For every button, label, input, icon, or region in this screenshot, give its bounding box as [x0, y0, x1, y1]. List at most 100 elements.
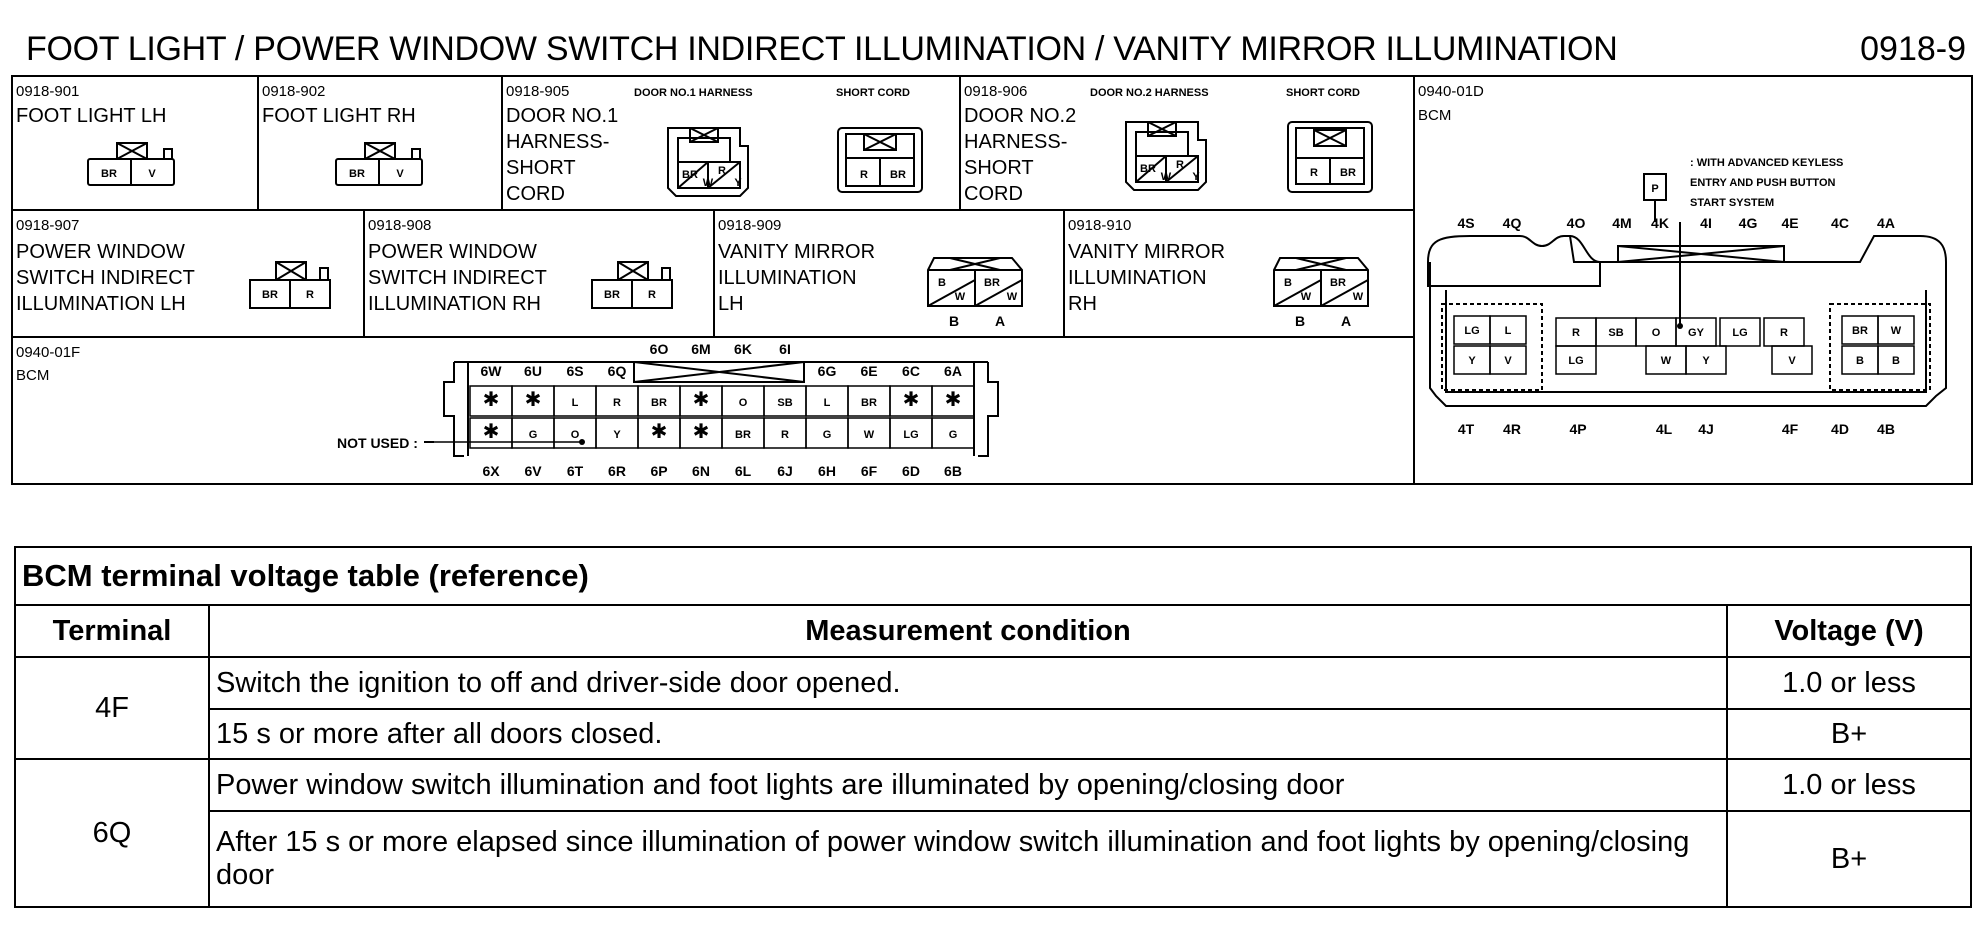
pin-id: 4B: [1877, 421, 1895, 437]
connector-name: LH: [718, 293, 744, 315]
pin-label: O: [739, 397, 748, 409]
connector-code: 0918-906: [964, 83, 1027, 100]
table-row: 6Q Power window switch illumination and …: [14, 758, 1972, 908]
connector-0918-907: 0918-907 POWER WINDOW SWITCH INDIRECT IL…: [16, 217, 331, 315]
connector-name: POWER WINDOW: [368, 241, 537, 263]
pin-id: 6T: [567, 463, 584, 479]
pin-id: 4J: [1698, 421, 1714, 437]
pin-id: 6M: [691, 341, 710, 357]
pin-label: ✱: [525, 389, 542, 411]
connector-name: SWITCH INDIRECT: [16, 267, 195, 289]
pin-label: R: [1780, 327, 1788, 339]
pin-id: 4G: [1739, 215, 1758, 231]
condition-cell: Switch the ignition to off and driver-si…: [208, 656, 1728, 710]
pin-id: 6C: [902, 363, 920, 379]
header-terminal: Terminal: [14, 604, 210, 658]
pin-id: 4L: [1656, 421, 1673, 437]
pin-id: 4I: [1700, 215, 1712, 231]
pin-label: ✱: [693, 389, 710, 411]
pin-cell: [1489, 315, 1527, 345]
pin-id: 6S: [566, 363, 583, 379]
pin-label: V: [1504, 355, 1512, 367]
pin-cell: [1719, 317, 1761, 347]
header-condition: Measurement condition: [208, 604, 1728, 658]
pin-cell: [1489, 345, 1527, 375]
connector-name: VANITY MIRROR: [718, 241, 875, 263]
connector-0918-909: 0918-909 VANITY MIRROR ILLUMINATION LH B…: [718, 217, 1023, 329]
pin-label: SB: [777, 397, 792, 409]
pin-id: 4R: [1503, 421, 1521, 437]
connector-code: 0940-01F: [16, 344, 80, 361]
connector-name: FOOT LIGHT RH: [262, 105, 416, 127]
connector-name: DOOR NO.1: [506, 105, 618, 127]
pin-label: LG: [1464, 325, 1479, 337]
pin-label: BR: [101, 168, 117, 180]
connector-0940-01d: 0940-01D BCM P : WITH ADVANCED KEYLESS E…: [1418, 83, 1947, 437]
connector-name: BCM: [16, 367, 49, 384]
pin-id: 6W: [481, 363, 503, 379]
connector-name: SHORT: [506, 157, 576, 179]
table-row: 15 s or more after all doors closed. B+: [15, 708, 1972, 760]
pin-label: W: [1007, 291, 1018, 303]
pin-label: O: [571, 429, 580, 441]
pin-id: 6J: [777, 463, 793, 479]
pin-label: BR: [651, 397, 667, 409]
pin-id: A: [1341, 313, 1351, 329]
not-used-dot: [579, 439, 585, 445]
pin-label: Y: [734, 177, 742, 189]
side-label: SHORT CORD: [1286, 87, 1360, 99]
connector-name: ILLUMINATION: [1068, 267, 1207, 289]
side-label: SHORT CORD: [836, 87, 910, 99]
pin-label: R: [1572, 327, 1580, 339]
voltage-cell: 1.0 or less: [1726, 758, 1972, 812]
connector-name: DOOR NO.2: [964, 105, 1076, 127]
pin-id: 6E: [860, 363, 877, 379]
pin-cell: [1555, 345, 1597, 375]
pin-label: W: [703, 177, 714, 189]
pin-id: 4S: [1457, 215, 1474, 231]
pin-label: L: [572, 397, 579, 409]
pin-label: LG: [1732, 327, 1747, 339]
pin-label: BR: [682, 169, 698, 181]
condition-cell: Power window switch illumination and foo…: [208, 758, 1728, 812]
pin-label: Y: [1192, 171, 1200, 183]
pin-id: 6H: [818, 463, 836, 479]
connector-code: 0918-901: [16, 83, 79, 100]
pin-label: BR: [604, 289, 620, 301]
pin-label: BR: [349, 168, 365, 180]
pin-label: W: [1661, 355, 1672, 367]
pin-label: G: [529, 429, 538, 441]
pin-label: R: [613, 397, 621, 409]
note-text: START SYSTEM: [1690, 197, 1774, 209]
pin-label: G: [949, 429, 958, 441]
pin-id: 6U: [524, 363, 542, 379]
pin-id: 6N: [692, 463, 710, 479]
pin-id: 4C: [1831, 215, 1849, 231]
condition-cell: 15 s or more after all doors closed.: [208, 708, 1728, 760]
connector-name: SHORT: [964, 157, 1034, 179]
pin-label: L: [1505, 325, 1512, 337]
pin-id: 4T: [1458, 421, 1475, 437]
note-text: ENTRY AND PUSH BUTTON: [1690, 177, 1836, 189]
pin-cell: [931, 417, 975, 449]
connector-0918-906: 0918-906 DOOR NO.2 HARNESS- SHORT CORD D…: [964, 83, 1373, 205]
pin-label: W: [1891, 325, 1902, 337]
voltage-table: BCM terminal voltage table (reference) T…: [14, 546, 1972, 908]
page-number: 0918-9: [1860, 30, 1966, 68]
table-row: After 15 s or more elapsed since illumin…: [15, 810, 1972, 908]
pin-label: R: [306, 289, 314, 301]
pin-id: 6P: [650, 463, 667, 479]
pin-label: B: [1284, 277, 1292, 289]
connector-code: 0940-01D: [1418, 83, 1484, 100]
pin-id: 6D: [902, 463, 920, 479]
pin-id: 4Q: [1503, 215, 1522, 231]
pin-label: O: [1652, 327, 1661, 339]
pin-label: W: [1161, 171, 1172, 183]
pin-id: B: [1295, 313, 1305, 329]
pin-cell: [931, 385, 975, 417]
terminal-cell: 4F: [14, 656, 210, 760]
pin-label: ✱: [651, 421, 668, 443]
pin-label: BR: [1330, 277, 1346, 289]
